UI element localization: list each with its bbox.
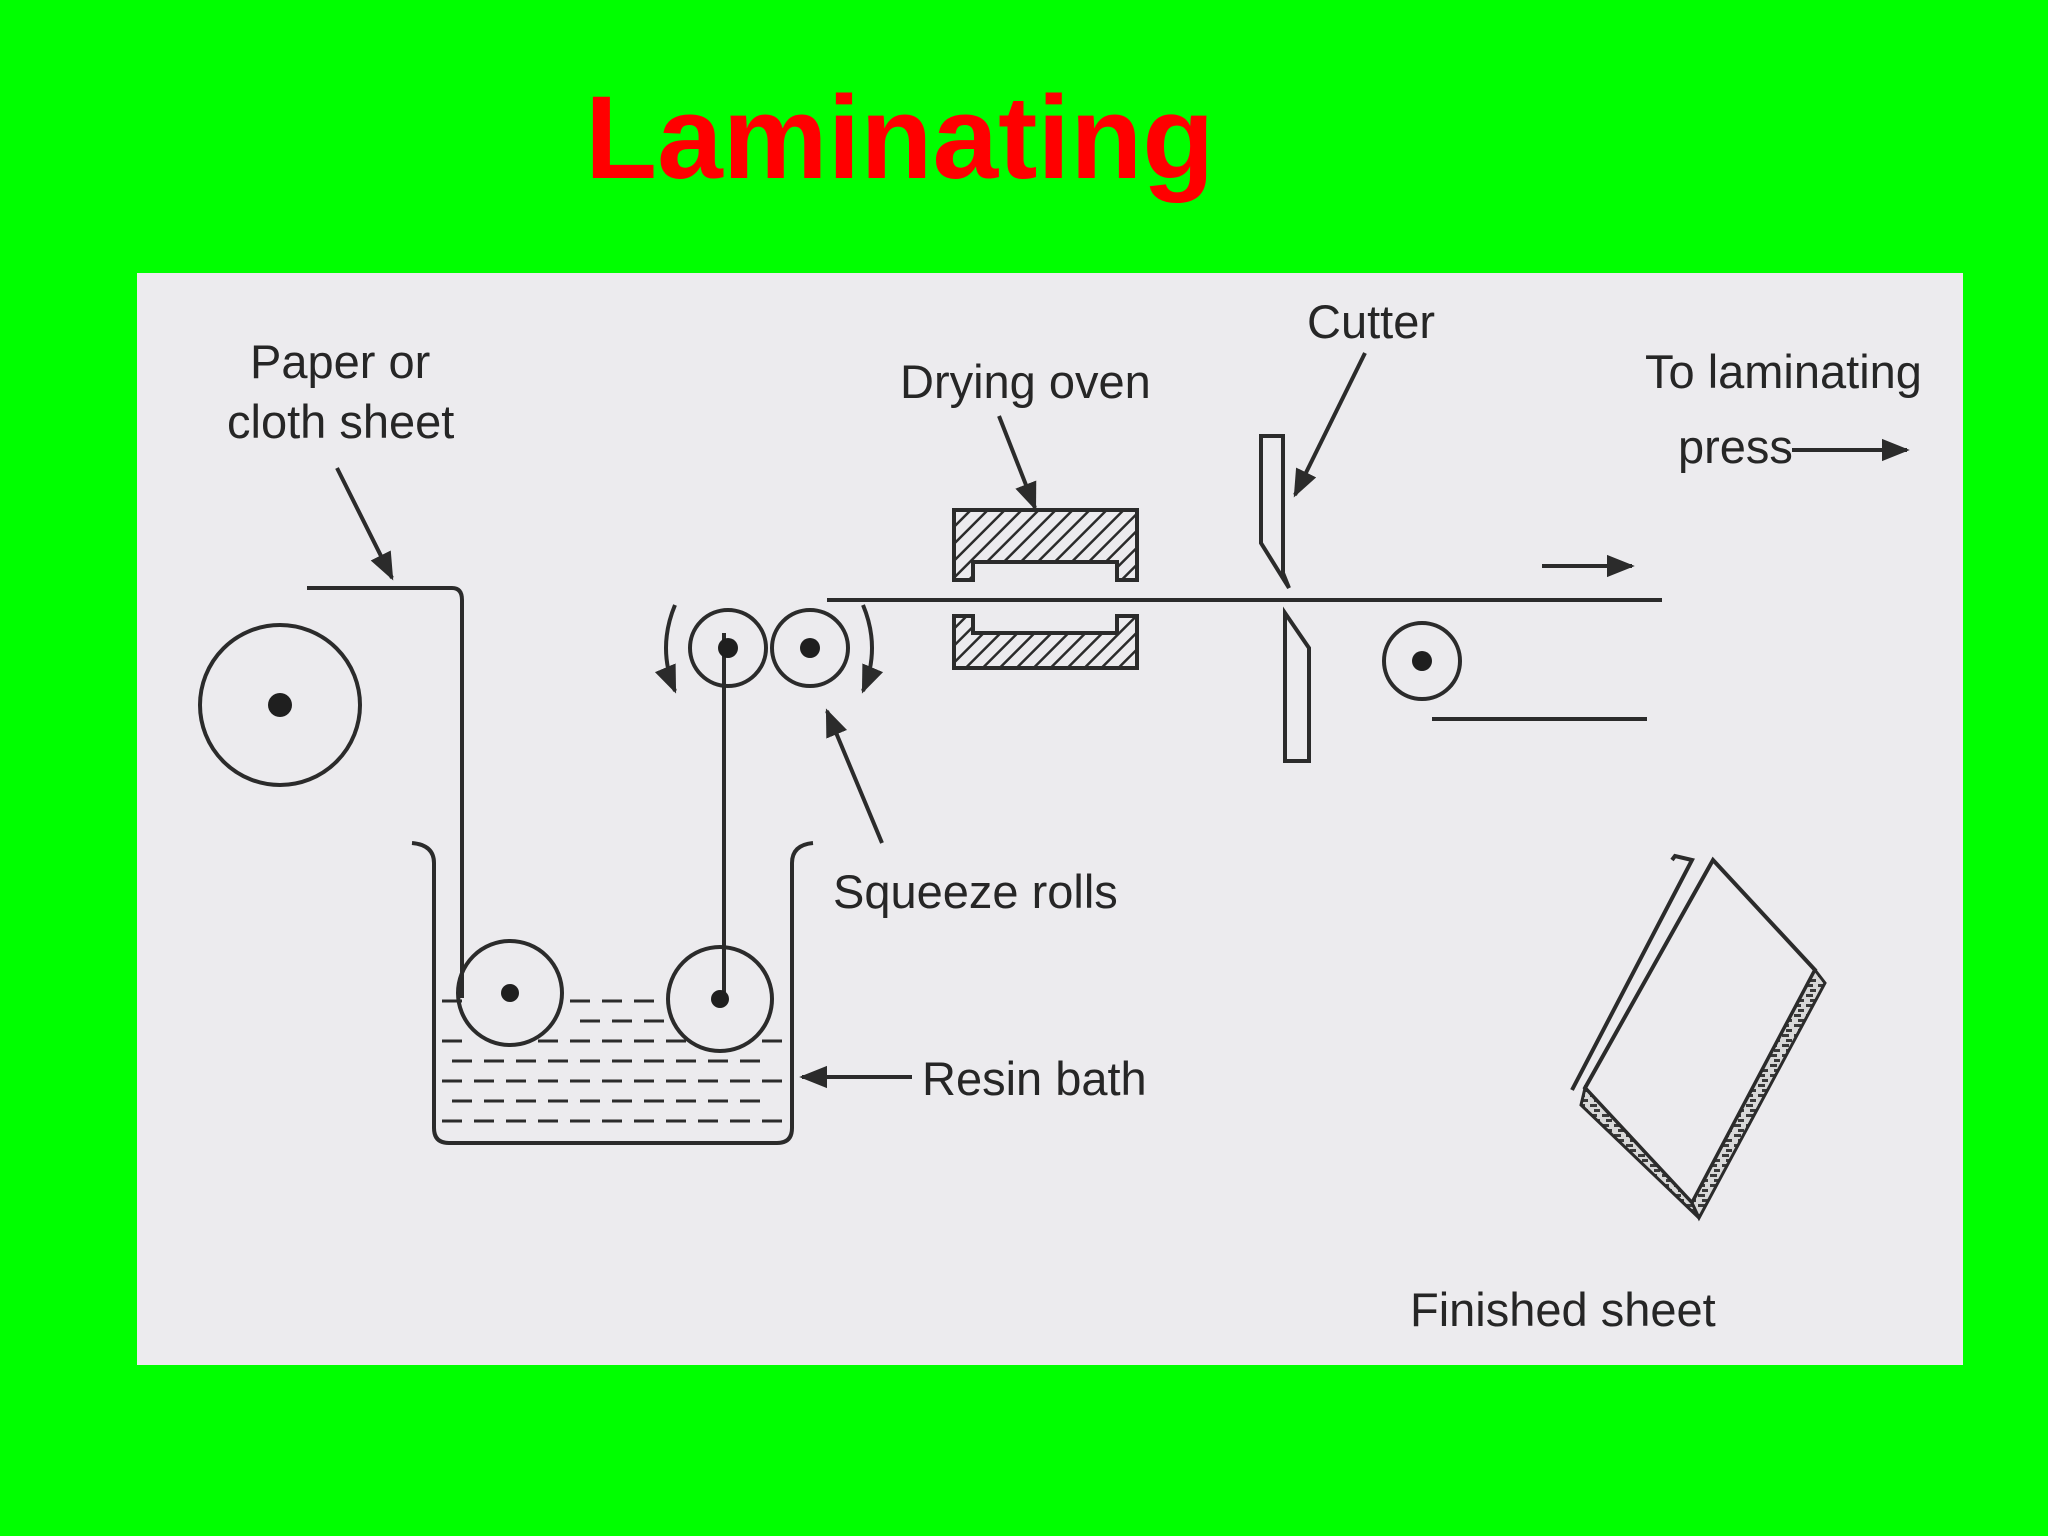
label-finished-sheet: Finished sheet [1410,1283,1716,1336]
cutter [1259,434,1311,763]
idler-roll [1382,621,1462,701]
resin-tank [411,841,814,1145]
label-paper-line2: cloth sheet [227,395,454,448]
label-squeeze-rolls: Squeeze rolls [833,865,1118,918]
label-press-line2: press [1678,420,1793,473]
sheet-path [307,586,1662,998]
flow-arrows [1542,438,1910,578]
supply-roll [198,623,362,787]
label-cutter: Cutter [1307,295,1435,348]
label-resin-bath: Resin bath [922,1052,1147,1105]
bath-roller-right [666,945,774,1053]
label-drying-oven: Drying oven [900,355,1151,408]
bath-roller-left [456,939,564,1047]
label-paper-line1: Paper or [250,335,430,388]
resin-liquid [442,999,782,1123]
slide-title: Laminating [585,72,1215,204]
label-press-line1: To laminating [1645,345,1922,398]
drying-oven [952,508,1139,670]
finished-sheet [1570,853,1827,1222]
squeeze-rolls [654,604,884,694]
laminating-diagram: Paper or cloth sheet Drying oven Cutter … [137,273,1963,1365]
label-leaders [335,352,1367,1089]
